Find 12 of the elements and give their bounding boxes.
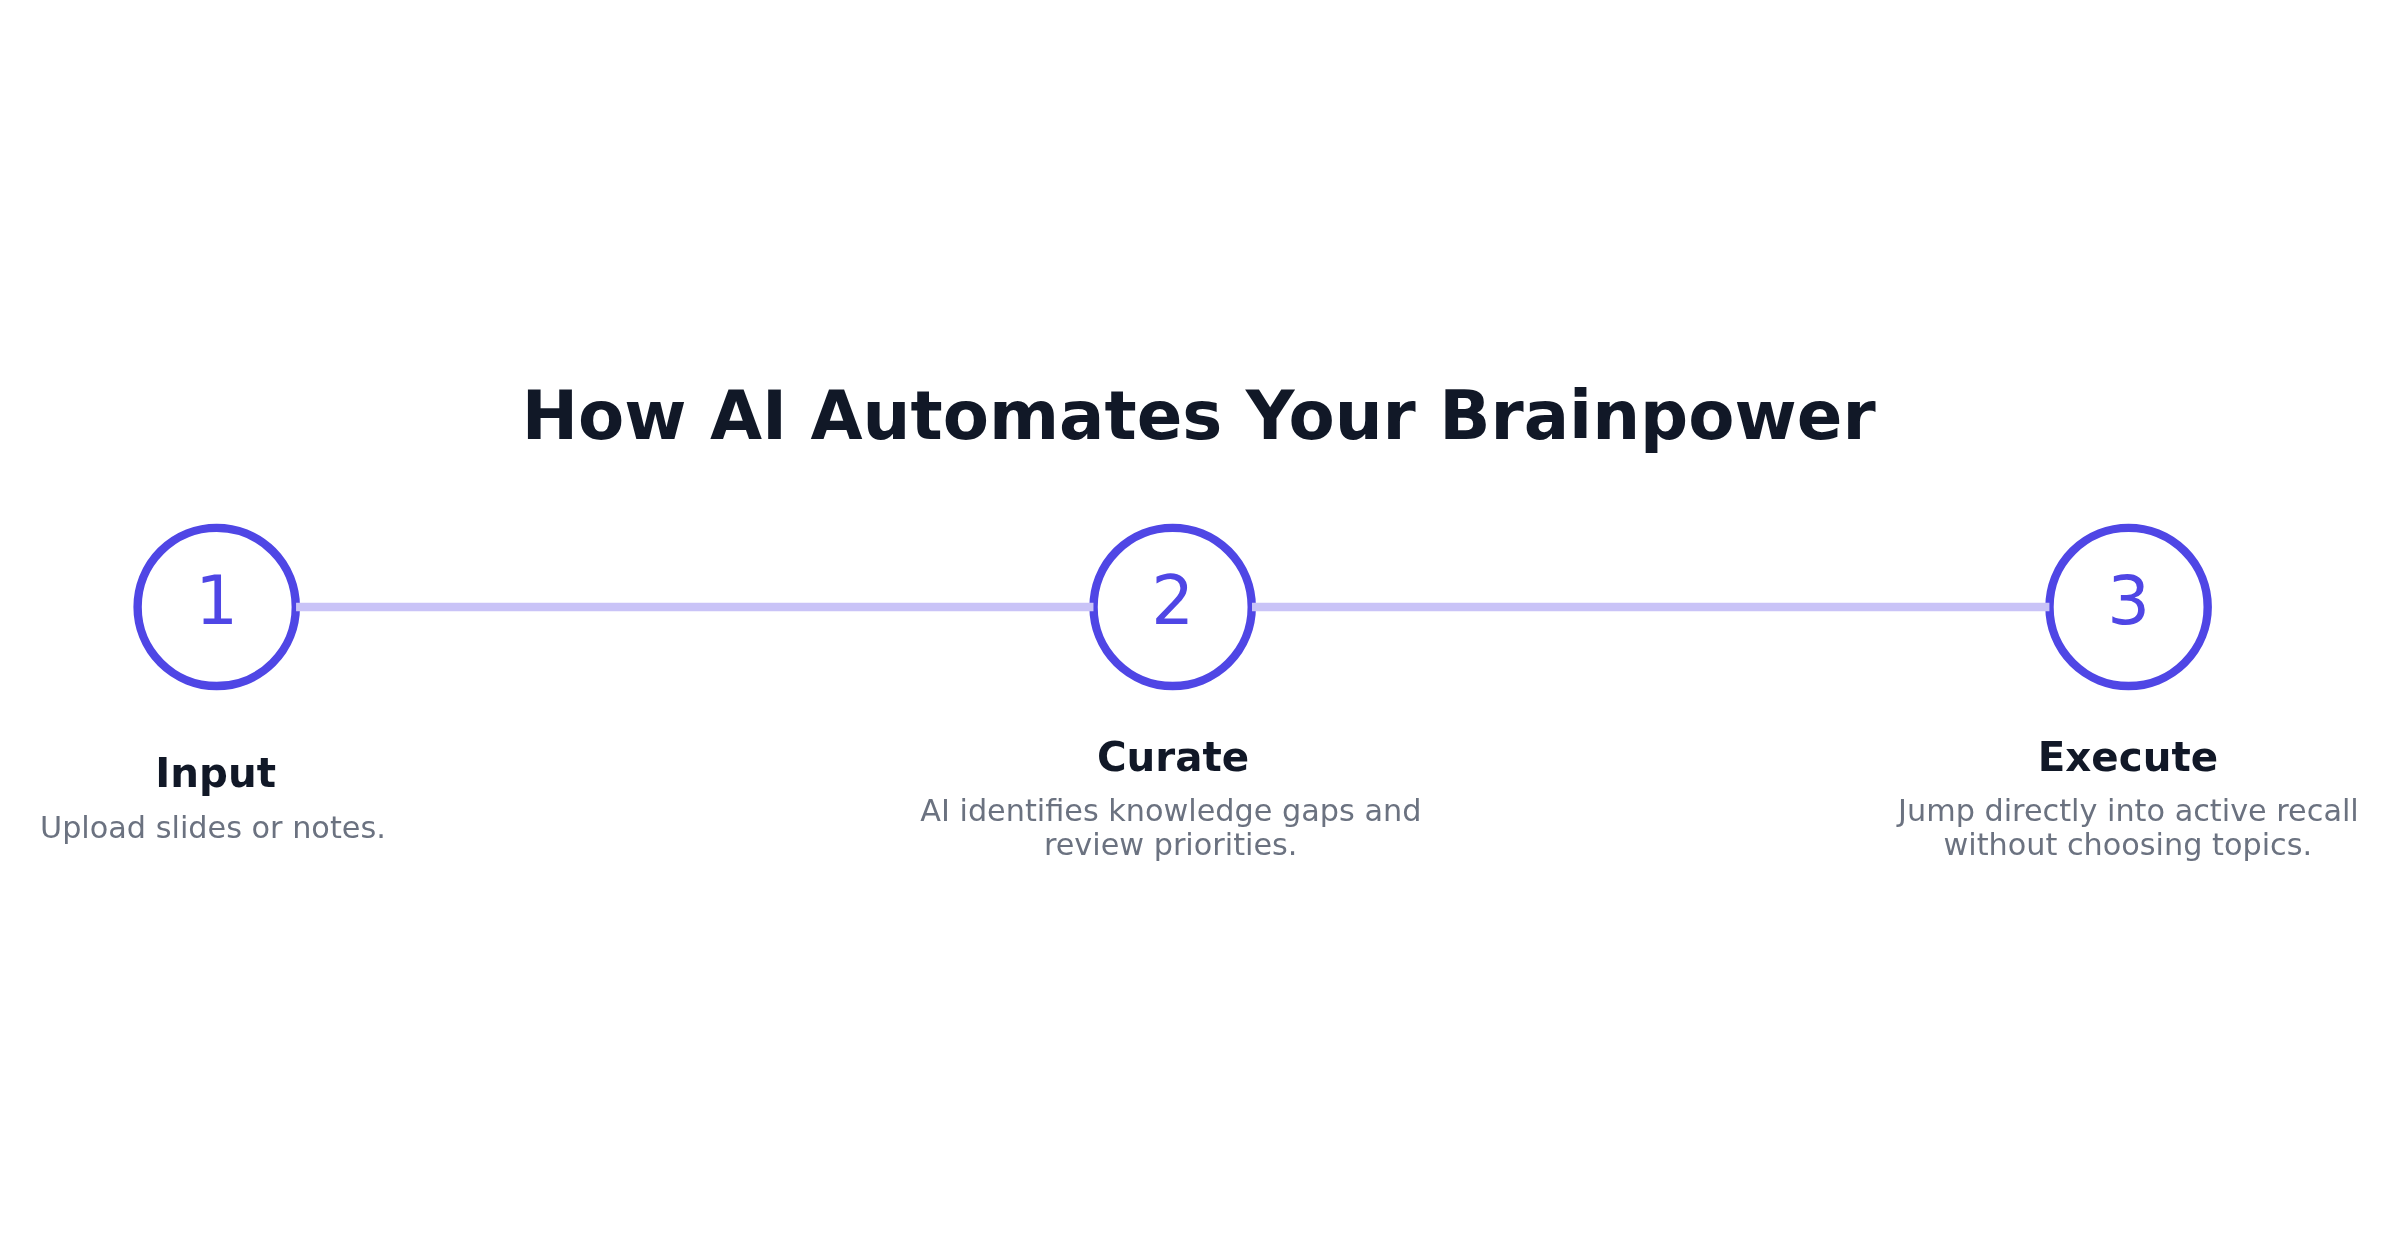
connector xyxy=(1252,602,2050,611)
node-label: Execute xyxy=(2037,733,2219,781)
node-label: AI identifies knowledge gaps and review priorities. xyxy=(920,792,1422,862)
node-circle: 1 xyxy=(133,523,300,690)
node-label: Upload slides or notes. xyxy=(39,809,386,845)
node-label: Curate xyxy=(1096,733,1250,781)
node-circle: 3 xyxy=(2045,523,2212,690)
node-label: Jump directly into active recall without choosing topics. xyxy=(1898,792,2359,862)
node-label: Input xyxy=(155,749,276,797)
diagram-title: How AI Automates Your Brainpower xyxy=(521,376,1876,455)
node-circle: 2 xyxy=(1089,523,1256,690)
connector xyxy=(296,602,1094,611)
